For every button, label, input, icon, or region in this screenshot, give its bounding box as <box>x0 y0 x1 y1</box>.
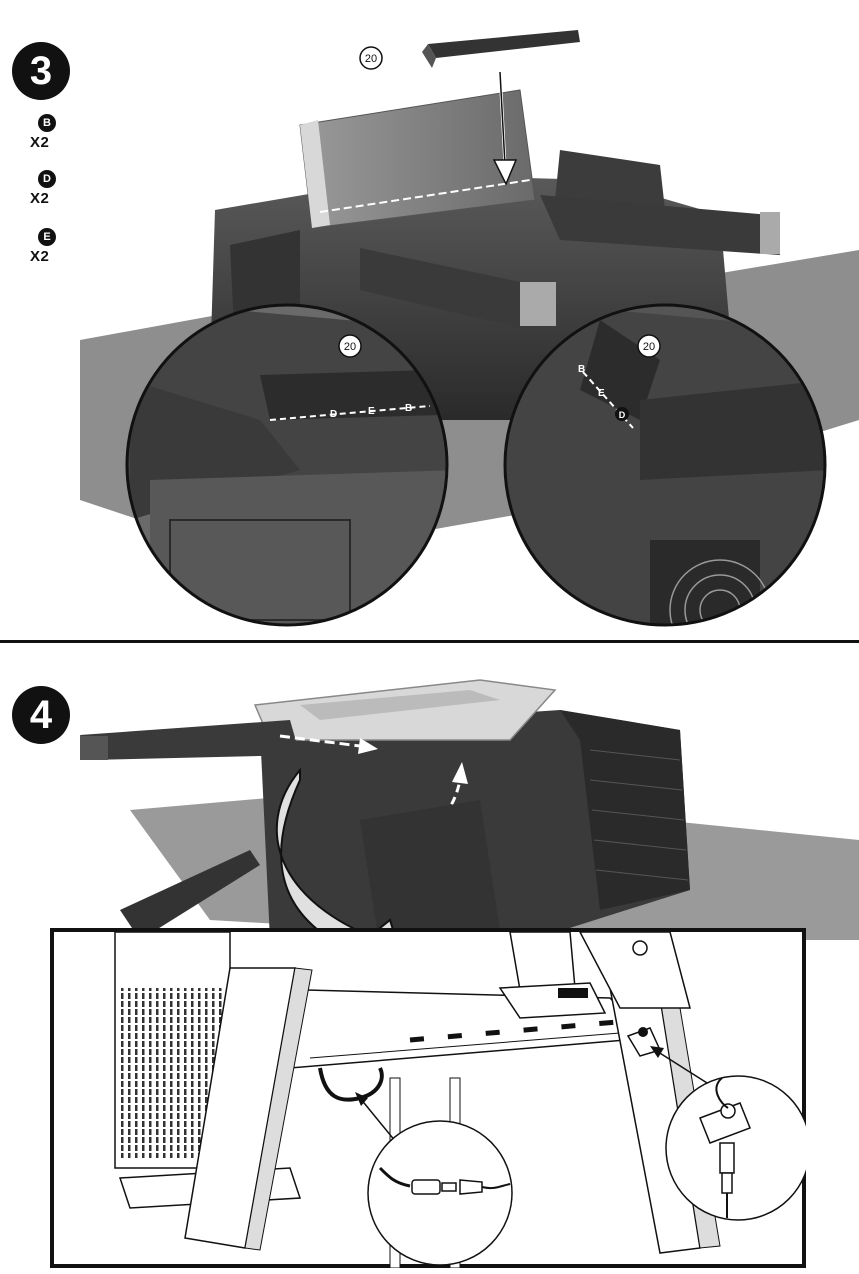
detail-right-label-e: E <box>598 388 605 399</box>
detail-left-label-d: D <box>330 409 337 420</box>
detail-right-callout: 20 <box>643 341 655 353</box>
section-divider <box>0 640 859 643</box>
step-3-illustration: 20 20 D E B 20 B E D <box>0 0 859 640</box>
detail-right-label-d: D <box>619 410 626 420</box>
detail-right-label-b: B <box>578 364 585 375</box>
detail-left-callout: 20 <box>344 341 356 353</box>
detail-left-label-b: B <box>405 403 412 414</box>
part-callout-20: 20 <box>365 53 377 65</box>
detail-left-label-e: E <box>368 406 375 417</box>
step-4-detail-frame <box>50 928 806 1268</box>
